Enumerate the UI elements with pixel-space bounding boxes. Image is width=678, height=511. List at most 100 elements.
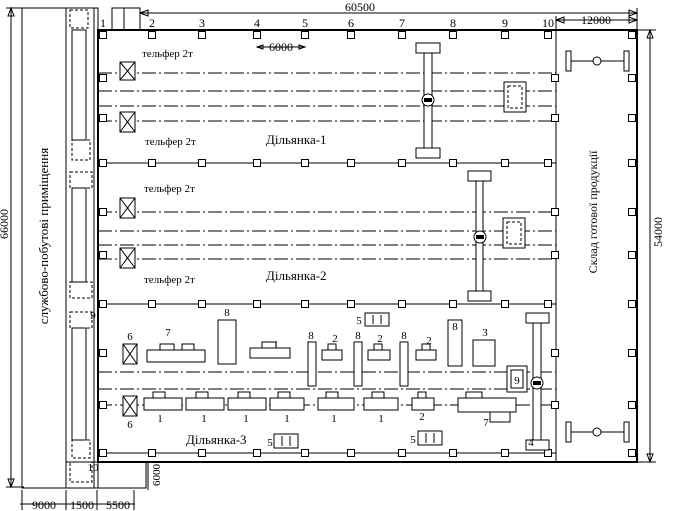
equipment-number: 1 [201,413,207,425]
equipment-number: 8 [452,321,458,333]
equipment-number: 7 [165,327,171,339]
building-column [551,208,559,216]
equipment-number: 10 [88,462,100,474]
equipment-number: 3 [482,327,488,339]
equipment-number: 1 [157,413,163,425]
building-column [253,449,261,457]
building-column [398,300,406,308]
building-column [501,159,509,167]
building-column [449,31,457,39]
building-column [347,31,355,39]
equipment-number: 1 [378,413,384,425]
section-1-label: Дільянка-1 [266,132,327,147]
building-column [449,300,457,308]
equipment-number: 4 [528,437,534,449]
service-block [21,7,147,489]
building-column [551,114,559,122]
equipment-number: 9 [90,310,96,322]
building-column [628,401,636,409]
building-column [501,449,509,457]
building-column [628,114,636,122]
dim-warehouse-width: 12000 [581,13,611,27]
building-column [347,449,355,457]
axis-9: 9 [502,16,508,30]
building-column [99,114,107,122]
building-column [301,31,309,39]
dim-warehouse-height: 54000 [651,217,665,247]
equipment-number: 1 [284,413,290,425]
building-column [449,449,457,457]
building-column [628,74,636,82]
dim-service-width: 9000 [32,498,56,511]
building-column [99,300,107,308]
building-column [99,208,107,216]
building-column [551,74,559,82]
axis-7: 7 [399,16,405,30]
equipment-number: 9 [514,375,520,387]
column-grid [99,31,636,457]
building-column [398,31,406,39]
equipment-number: 2 [332,333,338,345]
crane-1 [415,42,441,159]
building-column [148,31,156,39]
hoist-label-2: тельфер 2т [145,136,196,148]
building-column [301,159,309,167]
equipment-number: 6 [127,419,133,431]
equipment-number: 1 [273,339,279,351]
axis-3: 3 [199,16,205,30]
equipment-number: 1 [331,413,337,425]
building-column [148,159,156,167]
machines-row-bottom [143,365,528,449]
axis-10: 10 [542,16,554,30]
building-column [544,449,552,457]
axis-2: 2 [149,16,155,30]
axis-1: 1 [100,16,106,30]
building-column [398,159,406,167]
building-column [501,300,509,308]
building-column [301,300,309,308]
building-column [628,251,636,259]
building-column [347,159,355,167]
building-column [99,401,107,409]
machines-row-top [146,312,496,387]
hoist-symbols [119,61,138,417]
building-column [99,74,107,82]
bay-workbenches [502,81,527,249]
building-column [198,300,206,308]
building-column [628,159,636,167]
axis-4: 4 [254,16,260,30]
building-column [544,31,552,39]
building-column [148,300,156,308]
section-2-label: Дільянка-2 [266,268,327,283]
dim-total-width: 60500 [345,0,375,14]
dim-column-step: 6000 [269,40,293,54]
equipment-numbers: 6 7 8 1 8 2 8 2 8 2 8 3 5 6 1 1 1 1 1 1 … [88,307,535,474]
dimension-lines [6,6,656,510]
hoist-label-1: тельфер 2т [142,48,193,60]
equipment-number: 7 [483,417,489,429]
dim-total-height: 66000 [0,209,11,239]
equipment-number: 8 [224,307,230,319]
building-column [253,300,261,308]
building-column [99,31,107,39]
hoist-label-4: тельфер 2т [144,274,195,286]
crane-2 [467,170,492,302]
equipment-number: 2 [419,411,425,423]
warehouse-hoists [565,50,630,443]
axis-5: 5 [302,16,308,30]
equipment-number: 2 [426,335,432,347]
building-column [628,300,636,308]
crane-3 [525,312,550,451]
building-column [628,31,636,39]
equipment-number: 5 [267,437,273,449]
building-column [551,349,559,357]
building-column [198,159,206,167]
warehouse-label: Склад готової продукції [586,150,600,273]
dim-corridor-width: 1500 [70,498,94,511]
equipment-number: 6 [127,331,133,343]
building-outline [97,29,638,463]
building-column [628,349,636,357]
dim-annex-height: 6000 [151,464,163,487]
building-column [198,31,206,39]
